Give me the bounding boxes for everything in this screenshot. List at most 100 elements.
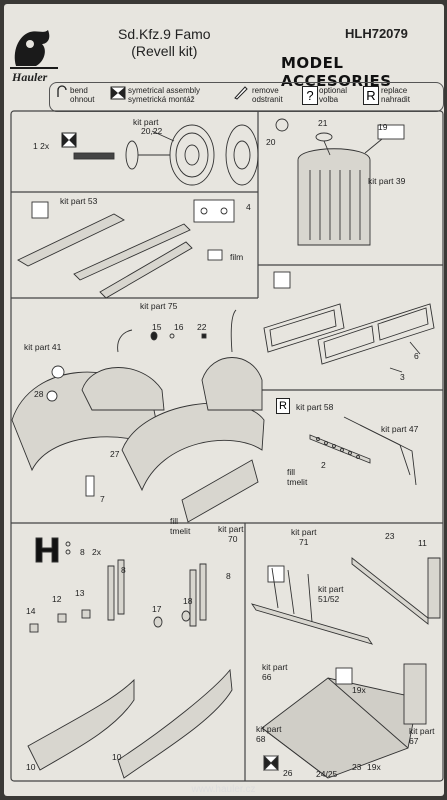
kit-title-line2: (Revell kit) [131, 43, 198, 59]
p1-kit-numbers: 20,22 [141, 126, 163, 136]
p2-n20: 20 [266, 137, 276, 147]
p8-kit66-a: kit part [262, 662, 288, 672]
replace-icon: R [363, 86, 379, 105]
p8-19x: 19x [352, 685, 366, 695]
p6-kit58: kit part 58 [296, 402, 334, 412]
legend-remove-en: remove [252, 86, 279, 95]
p8-kit66-b: 66 [262, 672, 272, 682]
p5-n7: 7 [100, 494, 105, 504]
p7-n18: 18 [183, 596, 193, 606]
p7-2x: 2x [92, 547, 101, 557]
p6-n2: 2 [321, 460, 326, 470]
p5-kit41: kit part 41 [24, 342, 62, 352]
p5-n15: 15 [152, 322, 162, 332]
p7-n13: 13 [75, 588, 85, 598]
brand-name: Hauler [12, 70, 48, 84]
p8-19x-b: 19x [367, 762, 381, 772]
p7-n8a: 8 [80, 547, 85, 557]
legend-optional-en: optional [319, 86, 348, 95]
p8-n11: 11 [418, 538, 427, 548]
optional-icon: ? [302, 86, 318, 105]
legend-remove-cz: odstranit [252, 95, 283, 104]
p5-fill2-en: fill [287, 467, 296, 477]
p8-kit5152-a: kit part [318, 584, 344, 594]
rail-diagram [250, 557, 441, 779]
footer-url[interactable]: www.hauler.cz [191, 784, 256, 795]
p8-n23b: 23 [352, 762, 362, 772]
p5-kit70-b: 70 [228, 534, 238, 544]
p8-n26: 26 [283, 768, 293, 778]
p7-n12: 12 [52, 594, 62, 604]
p4-n6: 6 [414, 351, 419, 361]
p7-n8b: 8 [121, 565, 126, 575]
strip-replace-diagram [309, 416, 417, 486]
p3-kit-part: kit part 53 [60, 196, 98, 206]
p2-n19: 19 [378, 122, 388, 132]
grille-diagram [275, 118, 405, 246]
legend-sym-cz: symetrická montáž [128, 95, 195, 104]
p7-n8c: 8 [226, 571, 231, 581]
p5-fill1-en: fill [170, 516, 179, 526]
legend-sym-en: symetrical assembly [128, 86, 201, 95]
p5-kit70-a: kit part [218, 524, 244, 534]
p6-replace-icon: R [276, 398, 290, 414]
p6-kit47: kit part 47 [381, 424, 419, 434]
p5-n28: 28 [34, 389, 44, 399]
bracket-diagram [27, 537, 233, 779]
fender-diagram [11, 309, 265, 523]
p1-kit-part: kit part [133, 117, 159, 127]
p8-kit67-b: 67 [409, 736, 419, 746]
symmetry-icon [110, 86, 126, 100]
p7-n17: 17 [152, 604, 162, 614]
p7-n14: 14 [26, 606, 36, 616]
p2-n21: 21 [318, 118, 328, 128]
wheel-diagram [61, 124, 259, 186]
window-frame-diagram [263, 271, 435, 373]
p2-kit-part: kit part 39 [368, 176, 406, 186]
p5-n22: 22 [197, 322, 207, 332]
p8-n23a: 23 [385, 531, 395, 541]
legend-replace-en: replace [381, 86, 408, 95]
hauler-logo [10, 30, 58, 69]
p8-n2425: 24/25 [316, 769, 338, 779]
p8-kit67-a: kit part [409, 726, 435, 736]
bend-icon [57, 85, 67, 97]
legend-bend-cz: ohnout [70, 95, 95, 104]
p3-n4: 4 [246, 202, 251, 212]
p1-count: 1 2x [33, 141, 50, 151]
p8-kit5152-b: 51/52 [318, 594, 340, 604]
p5-n27: 27 [110, 449, 120, 459]
legend-replace-cz: nahradit [381, 95, 410, 104]
product-code: HLH72079 [345, 26, 408, 41]
p7-n10b: 10 [112, 752, 122, 762]
p5-kit71-b: 71 [299, 537, 309, 547]
p5-kit71-a: kit part [291, 527, 317, 537]
p3-film: film [230, 252, 244, 262]
p5-fill2-cz: tmelit [287, 477, 308, 487]
kit-title: Sd.Kfz.9 Famo (Revell kit) [118, 26, 211, 60]
p7-n10a: 10 [26, 762, 36, 772]
product-subtitle: MODEL ACCESORIES [281, 54, 392, 90]
p8-kit68-a: kit part [256, 724, 282, 734]
legend-bend-en: bend [70, 86, 88, 95]
p5-kit75: kit part 75 [140, 301, 178, 311]
p4-n3: 3 [400, 372, 405, 382]
p5-fill1-cz: tmelit [170, 526, 191, 536]
strip-diagram [17, 199, 235, 299]
knife-icon [234, 86, 248, 100]
p8-kit68-b: 68 [256, 734, 266, 744]
